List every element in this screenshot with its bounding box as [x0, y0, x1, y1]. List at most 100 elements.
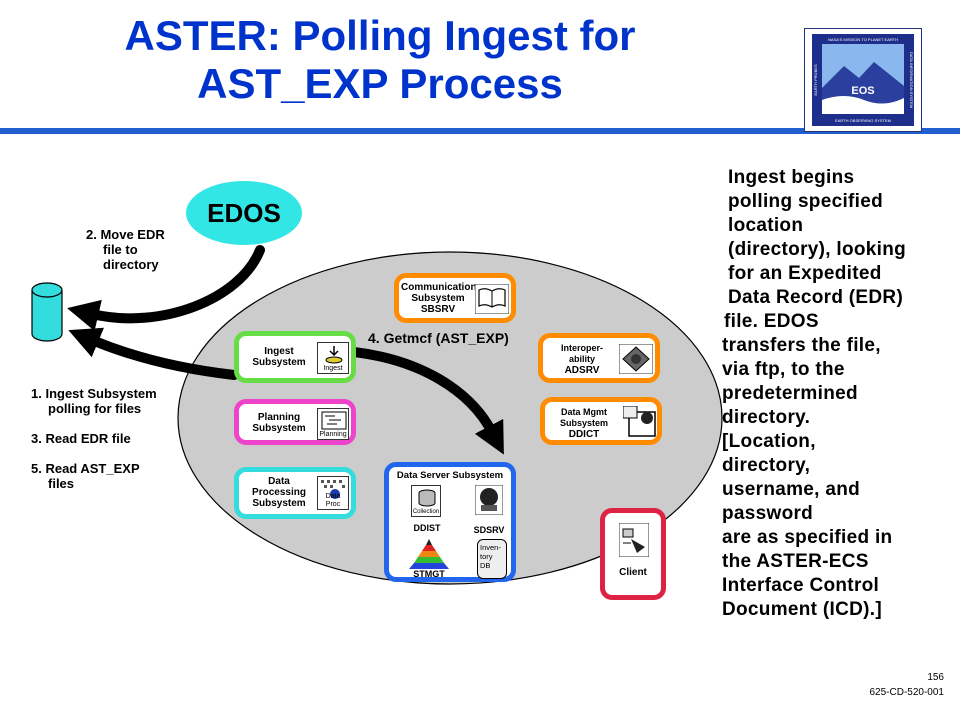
page-number: 156: [927, 672, 944, 683]
step-polling: 1. Ingest Subsystem polling for files: [31, 386, 157, 416]
title-rule: [0, 128, 960, 134]
narrative-line: are as specified in: [722, 527, 893, 548]
planning-icon: Planning: [317, 408, 349, 440]
inventory-db: Inven- tory DB: [477, 539, 507, 579]
inventory-line: DB: [480, 561, 491, 570]
step-polling-line: 1. Ingest Subsystem: [31, 386, 157, 401]
data-proc-line: Processing: [252, 487, 306, 498]
data-mgmt-code: DDICT: [568, 429, 600, 440]
narrative-line: Document (ICD).]: [722, 599, 882, 620]
inventory-line: Inven-: [480, 543, 501, 552]
title-line-1: ASTER: Polling Ingest for: [124, 12, 636, 59]
edos-node: EDOS: [186, 181, 302, 245]
comm-line: Subsystem: [411, 293, 465, 304]
narrative-line: the ASTER-ECS: [722, 551, 869, 572]
collection-icon: Collection: [411, 485, 441, 517]
stmgt-label: STMGT: [413, 569, 445, 579]
step-getmcf: 4. Getmcf (AST_EXP): [368, 330, 509, 346]
svg-text:EARTH OBSERVING SYSTEM: EARTH OBSERVING SYSTEM: [835, 118, 891, 123]
step-read-ast-line: 5. Read AST_EXP: [31, 461, 140, 476]
narrative-line: directory.: [722, 407, 811, 428]
arrow-ingest-to-dataserver: [349, 347, 504, 455]
svg-text:DATA INFORMATION SYSTEM: DATA INFORMATION SYSTEM: [909, 52, 914, 108]
narrative-line: Data Record (EDR): [728, 287, 904, 308]
stmgt-pyramid-icon: [409, 539, 449, 569]
interoperability-subsystem: Interoper- ability ADSRV: [538, 333, 660, 383]
narrative-line: for an Expedited: [728, 263, 882, 284]
ingest-line: Subsystem: [252, 357, 306, 368]
data-server-title: Data Server Subsystem: [396, 470, 504, 481]
ingest-line: Ingest: [264, 346, 294, 357]
svg-text:EARTH PROBES: EARTH PROBES: [813, 64, 818, 96]
narrative-line: file. EDOS: [724, 311, 819, 332]
narrative-line: [Location,: [722, 431, 816, 452]
sdsrv-icon: [475, 485, 503, 515]
document-code: 625-CD-520-001: [869, 687, 945, 698]
data-mgmt-label: Data Mgmt Subsystem DDICT: [549, 407, 619, 440]
data-proc-line: Subsystem: [252, 498, 306, 509]
svg-text:NASA'S MISSION TO PLANET EARTH: NASA'S MISSION TO PLANET EARTH: [828, 37, 898, 42]
narrative-line: Interface Control: [722, 575, 880, 596]
data-mgmt-line: Data Mgmt: [560, 407, 607, 417]
narrative-line: location: [728, 215, 804, 236]
step-move-edr: 2. Move EDR file to directory: [86, 227, 165, 272]
step-move-edr-line: file to: [103, 242, 138, 257]
narrative-line: (directory), looking: [728, 239, 907, 260]
ingest-label: Ingest Subsystem: [243, 346, 315, 368]
comm-line: Communications: [401, 282, 483, 293]
ingest-subsystem: Ingest Subsystem Ingest: [234, 331, 356, 383]
interop-icon: [619, 344, 653, 374]
narrative-line: username, and: [722, 479, 861, 500]
step-polling-line: polling for files: [48, 401, 142, 416]
data-processing-icon: Data Proc: [317, 476, 349, 510]
narrative-line: password: [722, 503, 814, 524]
narrative-line: directory,: [722, 455, 811, 476]
step-read-ast: 5. Read AST_EXP files: [31, 461, 140, 491]
book-icon: [475, 284, 509, 314]
data-mgmt-line: Subsystem: [559, 418, 609, 428]
planning-line: Planning: [257, 412, 301, 423]
title-line-2: AST_EXP Process: [197, 60, 563, 107]
sdsrv-label: SDSRV: [473, 525, 505, 535]
step-read-ast-line: files: [48, 476, 75, 491]
step-move-edr-line: 2. Move EDR: [86, 227, 165, 242]
client-label: Client: [619, 567, 647, 578]
directory-disk-icon: [31, 282, 63, 342]
data-mgmt-icon: [623, 406, 656, 437]
data-processing-label: Data Processing Subsystem: [241, 476, 317, 509]
narrative-line: polling specified: [728, 191, 884, 212]
data-mgmt-subsystem: Data Mgmt Subsystem DDICT: [540, 397, 662, 445]
collection-icon-text: Collection: [412, 509, 440, 515]
communications-subsystem: Communications Subsystem SBSRV: [394, 273, 516, 323]
inventory-line: tory: [480, 552, 493, 561]
narrative-line: transfers the file,: [722, 335, 881, 356]
interop-line: Interoper-: [560, 343, 603, 353]
svg-text:EOS: EOS: [851, 85, 874, 97]
page-title: ASTER: Polling Ingest for AST_EXP Proces…: [60, 12, 700, 108]
narrative-line: via ftp, to the: [722, 359, 845, 380]
narrative-line: predetermined: [722, 383, 858, 404]
interop-line: ability: [568, 354, 595, 364]
comm-code: SBSRV: [420, 304, 456, 315]
planning-icon-text: Planning: [319, 431, 347, 438]
narrative-text: Ingest begins polling specified location (d…: [722, 166, 953, 622]
step-move-edr-line: directory: [103, 257, 159, 272]
ingest-icon-text: Ingest: [323, 365, 343, 372]
eos-logo: NASA'S MISSION TO PLANET EARTH EOS EARTH…: [804, 28, 922, 132]
client-icon: [619, 523, 649, 557]
communications-label: Communications Subsystem SBSRV: [401, 282, 483, 315]
interop-code: ADSRV: [564, 365, 600, 376]
data-processing-subsystem: Data Processing Subsystem Data Proc: [234, 467, 356, 519]
arrow-ingest-to-disk: [68, 327, 239, 380]
narrative-line: Ingest begins: [728, 167, 855, 188]
interop-label: Interoper- ability ADSRV: [549, 343, 615, 376]
ingest-icon: Ingest: [317, 342, 349, 374]
planning-subsystem: Planning Subsystem Planning: [234, 399, 356, 445]
data-proc-line: Data: [268, 476, 290, 487]
step-read-edr: 3. Read EDR file: [31, 431, 131, 446]
planning-label: Planning Subsystem: [243, 412, 315, 434]
arrow-edos-to-disk: [67, 245, 265, 332]
data-server-subsystem: Data Server Subsystem Collection DDIST S…: [384, 462, 516, 582]
data-proc-icon-text: Data Proc: [325, 493, 341, 508]
planning-line: Subsystem: [252, 423, 306, 434]
